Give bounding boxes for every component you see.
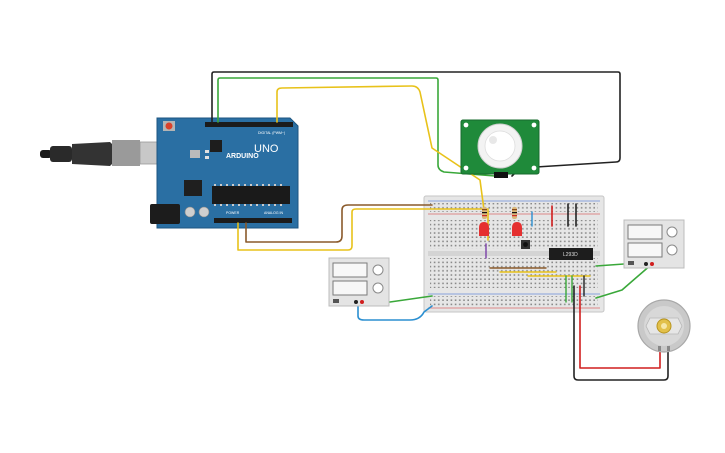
analog-label: ANALOG IN [264, 211, 284, 215]
psu-left-knob-voltage[interactable] [372, 264, 384, 276]
power-jack [150, 204, 180, 224]
psu-right-knob-current[interactable] [666, 244, 678, 256]
led-2 [512, 222, 522, 236]
psu-right-knob-voltage[interactable] [666, 226, 678, 238]
wire-green-top [217, 77, 496, 177]
motor-driver-ic: L293D [549, 248, 593, 260]
wire-brown [245, 204, 433, 243]
atmega-chip [212, 186, 290, 204]
power-supply-right [623, 219, 685, 269]
resistor-1 [482, 207, 487, 219]
digital-header [205, 122, 293, 127]
wire-black-top [211, 71, 621, 177]
psu-left-knob-current[interactable] [372, 282, 384, 294]
power-label: POWER [226, 211, 240, 215]
pir-sensor [460, 119, 540, 178]
wires [211, 71, 669, 381]
analog-header [214, 218, 292, 223]
wire-red-motor [579, 285, 661, 369]
reset-button[interactable] [165, 122, 173, 130]
resistor-2 [512, 207, 517, 219]
ic-label: L293D [563, 252, 578, 258]
arduino-model: UNO [254, 143, 279, 155]
digital-label: DIGITAL (PWM~) [258, 131, 285, 135]
dc-motor [637, 299, 691, 353]
wire-yellow-top [276, 85, 485, 211]
arduino-brand: ARDUINO [226, 153, 259, 160]
led-1 [479, 222, 489, 236]
usb-cable [40, 140, 173, 166]
wire-yellow-lower [237, 208, 489, 251]
arduino-board: ARDUINO UNO DIGITAL (PWM~) POWER ANALOG … [150, 117, 299, 229]
wire-black-motor [573, 285, 669, 381]
wire-green-right-psu-2 [595, 263, 653, 299]
power-supply-left [328, 257, 390, 307]
wire-blue-left-psu [357, 301, 433, 321]
